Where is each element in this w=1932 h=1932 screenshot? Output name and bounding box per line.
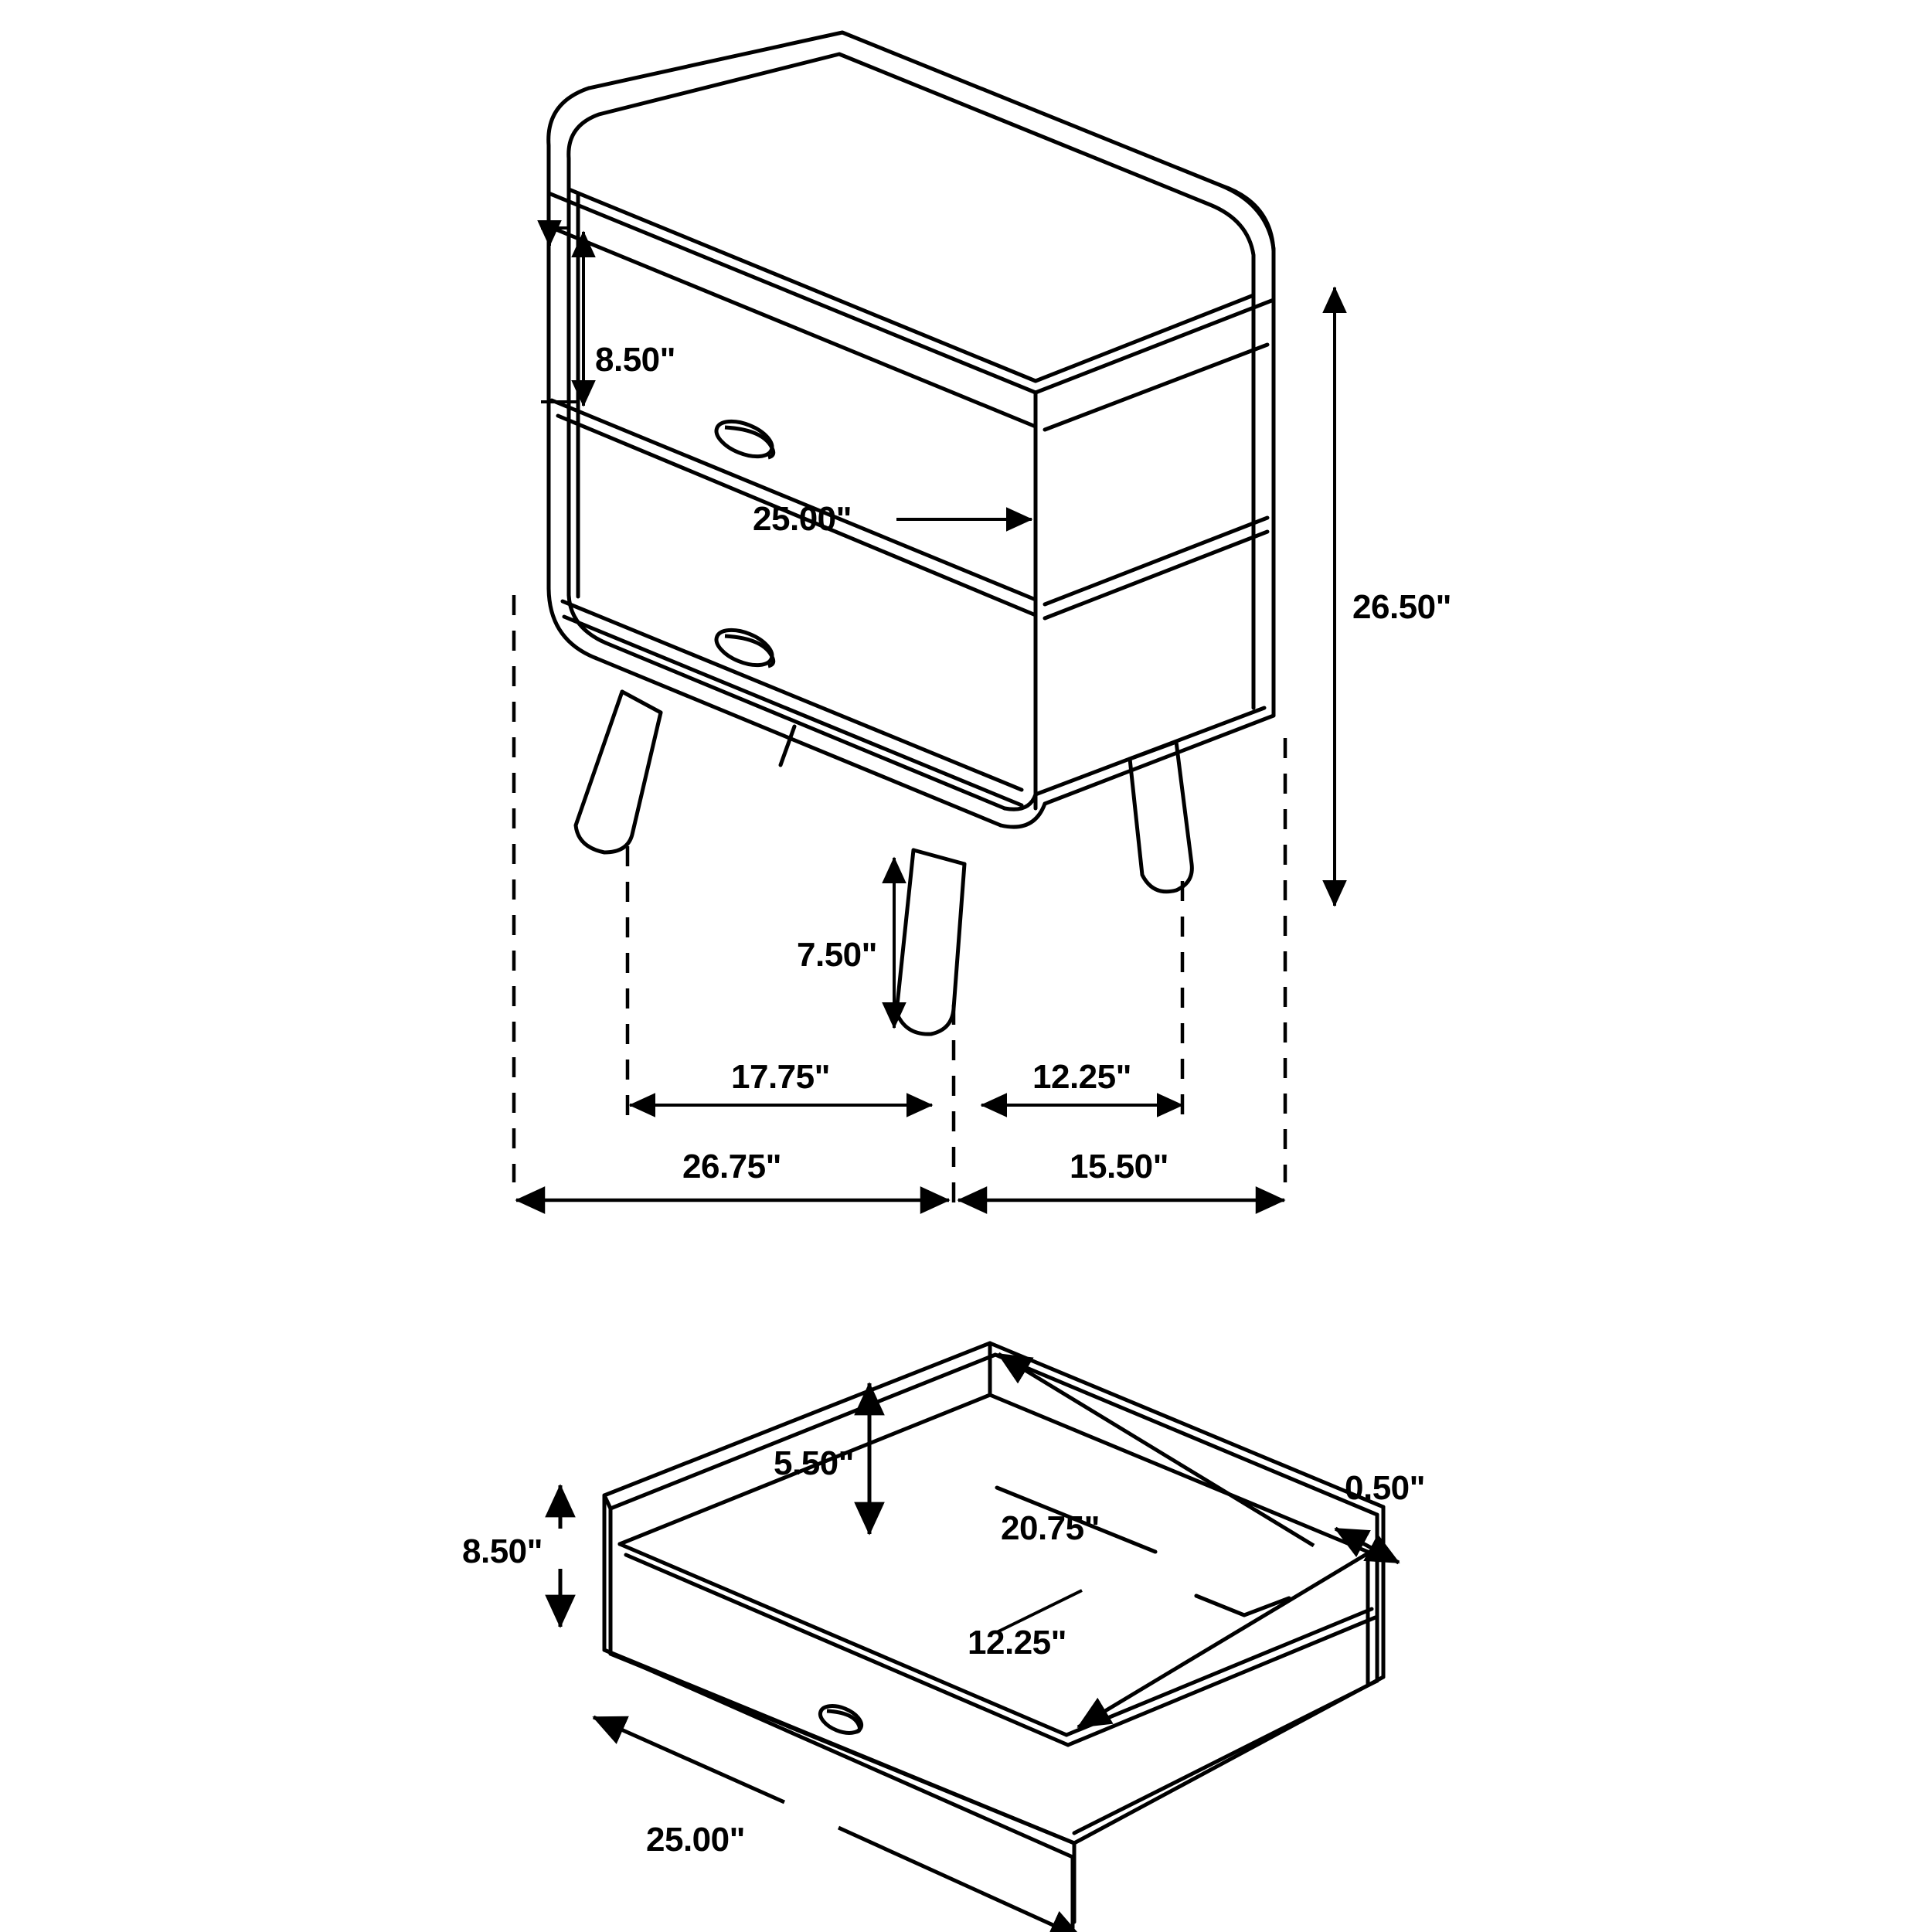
drawer-box xyxy=(602,1341,1386,1930)
dim-drawer-interior-width xyxy=(1077,1551,1369,1730)
nightstand-carcass xyxy=(546,30,1276,829)
label-ns-drawer-front-height: 8.50" xyxy=(595,341,675,379)
dim-line-0-50 xyxy=(1334,1526,1400,1565)
label-dr-front-height: 8.50" xyxy=(462,1532,543,1570)
dim-drawer-interior-length xyxy=(996,1352,1315,1634)
drawer-pull-handle-detail xyxy=(818,1704,864,1735)
front-right-corner-arc-top xyxy=(1002,792,1038,811)
label-ns-depth-right: 15.50" xyxy=(1070,1148,1168,1185)
left-bottom-corner-arc xyxy=(546,585,599,661)
front-face-bottom-edge xyxy=(594,656,1003,828)
right-side-drawer-seam-1 xyxy=(1043,342,1270,432)
label-ns-leg-height: 7.50" xyxy=(797,936,877,974)
drawer-back-wall-top-inner xyxy=(608,1352,998,1511)
drawer-pull-handles xyxy=(714,419,776,668)
top-panel-outline xyxy=(546,30,1276,395)
label-ns-case-width: 25.00" xyxy=(753,500,852,538)
dim-drawer-thickness xyxy=(1334,1526,1400,1565)
drawer2-bottom-seam xyxy=(560,599,1024,792)
drawer-glide-notch xyxy=(1194,1594,1291,1617)
drawer-floor-front-right-2 xyxy=(1066,1614,1379,1747)
drawer-floor-scribe xyxy=(995,1485,1158,1554)
drawer-right-back-top-inner xyxy=(993,1352,1379,1517)
label-dr-interior-depth: 5.50" xyxy=(774,1444,854,1482)
dim-drawer-front-width xyxy=(592,1715,1083,1932)
drawer-right-back-top xyxy=(988,1341,1386,1509)
drawer-right-wall-bottom-2 xyxy=(1072,1679,1379,1835)
drawer-interior-rear-left xyxy=(617,1393,992,1546)
right-top-corner-arc xyxy=(1219,183,1276,253)
leg-front-left xyxy=(573,689,663,855)
nightstand-view: 8.50" 25.00" 26.50" 7.50" 17.75" xyxy=(512,30,1451,1214)
leg-rear-right xyxy=(1128,740,1194,894)
front-face-bottom-edge-inner xyxy=(604,641,1007,811)
label-ns-leg-inset-right: 12.25" xyxy=(1032,1058,1131,1096)
right-side-drawer-seam-3 xyxy=(1043,529,1270,621)
drawer-detail-view: 5.50" 20.75" 12.25" 8.50" 25.00" 0.50" xyxy=(462,1341,1426,1932)
drawer1-bottom-seam-2 xyxy=(556,413,1038,617)
drawer-interior-rear-right xyxy=(988,1393,1370,1554)
drawer-floor-front-right xyxy=(1064,1607,1374,1737)
drawer-back-wall-top xyxy=(602,1341,992,1498)
dim-line-12-25-dr xyxy=(1077,1551,1369,1730)
label-dr-interior-length: 20.75" xyxy=(1001,1509,1100,1547)
nightstand-extension-lines xyxy=(512,595,1287,1206)
drawer-floor-front-left-2 xyxy=(624,1553,1070,1747)
label-dr-front-width: 25.00" xyxy=(646,1821,745,1859)
label-dr-interior-width: 12.25" xyxy=(968,1624,1066,1662)
dim-line-25-00-dr-left xyxy=(592,1715,786,1804)
label-dr-thickness: 0.50" xyxy=(1345,1469,1425,1507)
label-ns-leg-inset-left: 17.75" xyxy=(731,1058,830,1096)
right-side-face-bottom xyxy=(1043,713,1276,806)
drawer-pull-upper xyxy=(714,419,776,460)
right-side-drawer-seam-2 xyxy=(1043,515,1270,607)
leg-rear-left xyxy=(778,724,797,767)
drawer-pull-lower xyxy=(714,628,776,668)
drawer-front-face-bottom xyxy=(602,1648,1075,1859)
drawer1-bottom-seam xyxy=(549,398,1038,602)
drawer2-bottom-seam-2 xyxy=(562,614,1024,808)
label-ns-overall-height: 26.50" xyxy=(1352,588,1451,626)
front-right-corner-arc xyxy=(998,801,1047,829)
drawer-floor-front-left xyxy=(617,1542,1069,1737)
nightstand-legs xyxy=(573,689,1194,1036)
drawer1-top-seam xyxy=(556,228,1038,429)
top-panel-edge-seam xyxy=(566,52,1256,383)
label-ns-depth-left: 26.75" xyxy=(682,1148,781,1185)
dim-line-25-00-dr-right xyxy=(837,1825,1083,1932)
dim-line-20-75-tail xyxy=(996,1589,1083,1634)
dim-line-20-75 xyxy=(997,1352,1315,1548)
